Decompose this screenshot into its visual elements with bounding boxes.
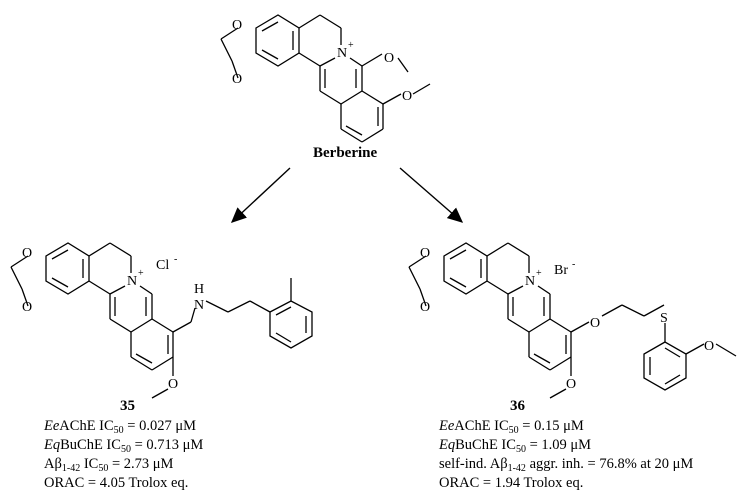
chloride-label: Cl bbox=[156, 258, 169, 273]
compound-36-number: 36 bbox=[510, 398, 525, 414]
compound-35-orac: ORAC = 4.05 Trolox eq. bbox=[44, 475, 189, 491]
oxygen-label: O bbox=[420, 300, 430, 315]
compound-35-buche: EqBuChE IC50 = 0.713 μM bbox=[44, 437, 204, 455]
amine-h-label: H bbox=[194, 282, 204, 297]
oxygen-label: O bbox=[566, 377, 576, 392]
oxygen-label: O bbox=[402, 89, 412, 104]
oxygen-label: O bbox=[704, 339, 714, 354]
compound-36-ache: EeAChE IC50 = 0.15 μM bbox=[439, 418, 584, 436]
oxygen-label: O bbox=[232, 18, 242, 33]
compound-36-abeta: self-ind. Aβ1-42 aggr. inh. = 76.8% at 2… bbox=[439, 456, 694, 474]
nitrogen-label: N bbox=[525, 274, 535, 289]
charge-label: + bbox=[536, 268, 542, 279]
compound-36-structure: O O N + Br - O S O O bbox=[408, 242, 737, 399]
nitrogen-label: N bbox=[127, 274, 137, 289]
bromide-charge: - bbox=[572, 259, 575, 270]
arrow-to-35 bbox=[230, 167, 291, 223]
oxygen-label: O bbox=[590, 316, 600, 331]
charge-label: + bbox=[348, 40, 354, 51]
nitrogen-label: N bbox=[337, 46, 347, 61]
compound-35-number: 35 bbox=[120, 398, 135, 414]
compound-35-structure: O O N + Cl - H N O bbox=[10, 242, 313, 399]
compound-35-ache: EeAChE IC50 = 0.027 μM bbox=[44, 418, 197, 436]
berberine-structure: O O N + O O bbox=[220, 14, 431, 143]
oxygen-label: O bbox=[384, 51, 394, 66]
compound-36-orac: ORAC = 1.94 Trolox eq. bbox=[439, 475, 584, 491]
bromide-label: Br bbox=[554, 263, 568, 278]
oxygen-label: O bbox=[22, 246, 32, 261]
oxygen-label: O bbox=[232, 72, 242, 87]
compound-36-data: EeAChE IC50 = 0.15 μM EqBuChE IC50 = 1.0… bbox=[439, 417, 693, 493]
sulfur-label: S bbox=[660, 311, 668, 326]
arrow-to-36 bbox=[399, 167, 464, 223]
oxygen-label: O bbox=[22, 300, 32, 315]
oxygen-label: O bbox=[168, 377, 178, 392]
compound-36-buche: EqBuChE IC50 = 1.09 μM bbox=[439, 437, 592, 455]
chloride-charge: - bbox=[174, 254, 177, 265]
compound-35-abeta: Aβ1-42 IC50 = 2.73 μM bbox=[44, 456, 174, 474]
amine-n-label: N bbox=[194, 298, 204, 313]
charge-label: + bbox=[138, 268, 144, 279]
oxygen-label: O bbox=[420, 246, 430, 261]
compound-35-data: EeAChE IC50 = 0.027 μM EqBuChE IC50 = 0.… bbox=[44, 417, 203, 493]
berberine-name: Berberine bbox=[313, 145, 377, 161]
